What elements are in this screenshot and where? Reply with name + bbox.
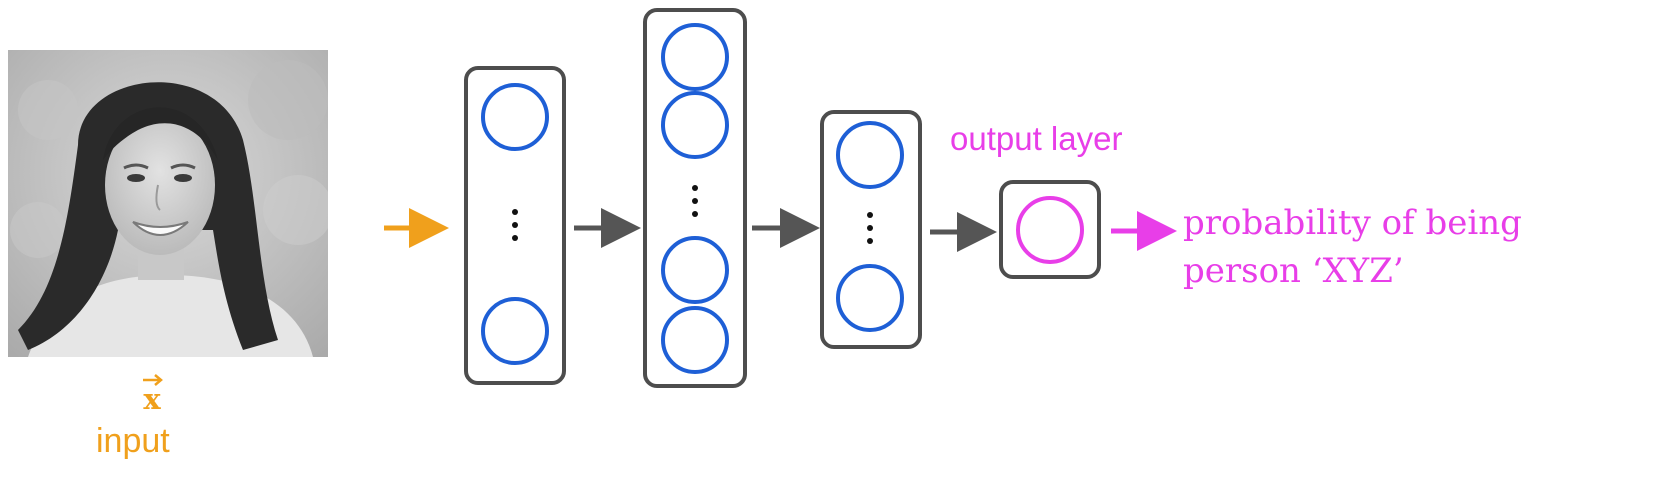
output-result-label: probability of being person ‘XYZ’ <box>1183 199 1522 295</box>
layer-2-box <box>643 8 747 388</box>
vector-arrow-icon <box>143 374 163 386</box>
ellipsis-dots <box>867 212 873 244</box>
ellipsis-dots <box>692 185 698 217</box>
output-result-line-1: probability of being <box>1183 203 1522 243</box>
input-face-photo <box>8 50 328 357</box>
hidden-layer-2 <box>643 8 747 388</box>
layer-1-box <box>464 66 566 385</box>
neuron <box>661 236 729 304</box>
neuron <box>661 91 729 159</box>
neuron <box>481 83 549 151</box>
input-vector-symbol: x <box>143 382 161 416</box>
neuron <box>661 23 729 91</box>
output-result-line-2: person ‘XYZ’ <box>1183 251 1404 291</box>
output-layer-label: output layer <box>950 120 1123 157</box>
hidden-layer-3 <box>820 110 922 349</box>
neuron <box>836 264 904 332</box>
neuron <box>836 121 904 189</box>
output-neuron <box>1016 196 1084 264</box>
neuron <box>661 306 729 374</box>
ellipsis-dots <box>512 209 518 241</box>
output-layer-box <box>999 180 1101 279</box>
input-label: input <box>96 422 170 460</box>
neuron <box>481 297 549 365</box>
hidden-layer-1 <box>464 66 566 385</box>
output-layer <box>999 180 1101 279</box>
layer-3-box <box>820 110 922 349</box>
